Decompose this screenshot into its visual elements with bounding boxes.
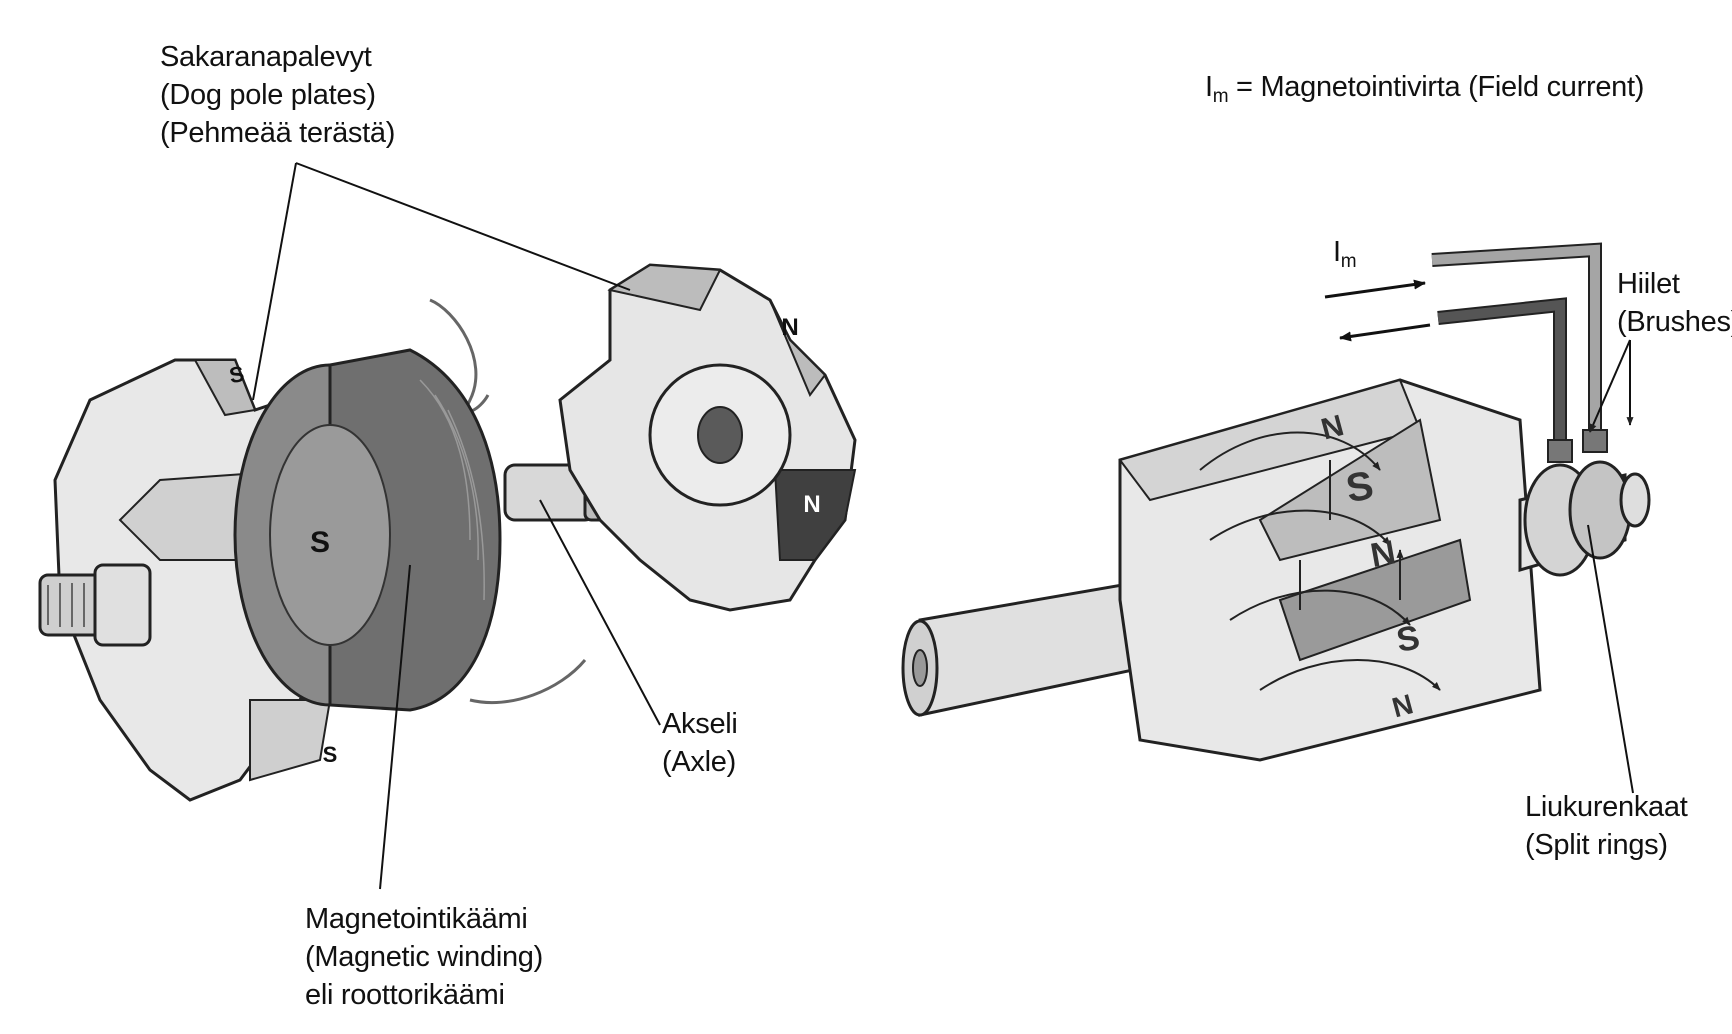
label-line: Hiilet — [1617, 265, 1732, 303]
leader-dog-pole-left — [253, 163, 296, 400]
magnetic-winding-spool — [235, 350, 500, 710]
pole-mark-north: N — [781, 314, 798, 341]
pole-mark-north: N — [803, 491, 820, 518]
label-line: (Pehmeää terästä) — [160, 114, 395, 152]
winding-lead-bottom — [470, 660, 585, 703]
leader-dog-pole-right — [296, 163, 630, 290]
pole-mark-south: S — [310, 526, 330, 559]
label-axle: Akseli (Axle) — [662, 705, 738, 781]
label-line: Sakaranapalevyt — [160, 38, 395, 76]
label-line: (Split rings) — [1525, 826, 1687, 864]
current-arrow-symbol: I — [1333, 236, 1341, 268]
label-magnetic-winding: Magnetointikäämi (Magnetic winding) eli … — [305, 900, 543, 1014]
current-subscript: m — [1213, 86, 1229, 107]
pole-mark-south: S — [227, 361, 246, 388]
label-current-arrow: Im — [1333, 233, 1356, 281]
assembled-rotor — [903, 250, 1649, 760]
field-current-text: = Magnetointivirta (Field current) — [1228, 71, 1644, 103]
leader-split-rings — [1588, 525, 1633, 793]
label-split-rings: Liukurenkaat (Split rings) — [1525, 788, 1687, 864]
pole-mark-south: S — [323, 742, 338, 767]
label-line: Magnetointikäämi — [305, 900, 543, 938]
current-in-arrow — [1325, 283, 1425, 297]
current-out-arrow — [1340, 325, 1430, 338]
label-field-current: Im = Magnetointivirta (Field current) — [1205, 68, 1644, 116]
label-line: (Brushes) — [1617, 303, 1732, 341]
label-line: Akseli — [662, 705, 738, 743]
current-arrow-subscript: m — [1341, 251, 1357, 272]
label-brushes: Hiilet (Brushes) — [1617, 265, 1732, 341]
label-line: (Magnetic winding) — [305, 938, 543, 976]
label-line: eli roottorikäämi — [305, 976, 543, 1014]
rear-pole-plate — [560, 265, 855, 610]
label-dog-pole-plates: Sakaranapalevyt (Dog pole plates) (Pehme… — [160, 38, 395, 152]
label-line: Liukurenkaat — [1525, 788, 1687, 826]
label-line: (Dog pole plates) — [160, 76, 395, 114]
label-line: (Axle) — [662, 743, 738, 781]
current-symbol: I — [1205, 71, 1213, 103]
split-rings — [1520, 462, 1649, 575]
